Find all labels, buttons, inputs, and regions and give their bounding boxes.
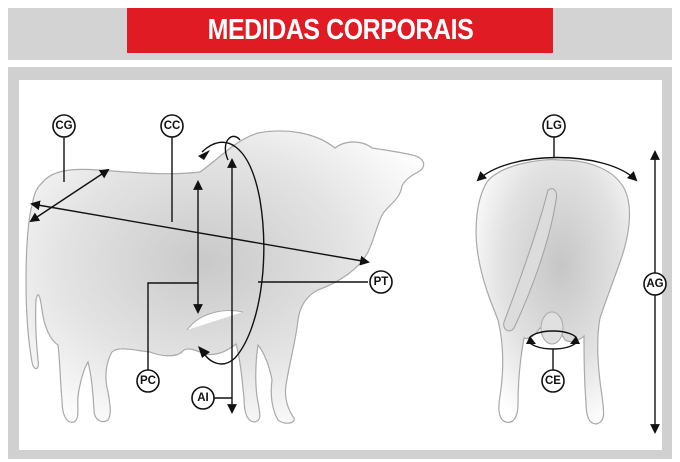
pc-leader-line <box>147 282 198 370</box>
label-lg: LG <box>542 114 566 138</box>
svg-text:LG: LG <box>546 120 562 132</box>
label-ag: AG <box>643 272 667 296</box>
label-ce: CE <box>541 369 565 393</box>
lg-measure-arc <box>476 156 638 182</box>
svg-text:AI: AI <box>197 392 209 404</box>
label-pc: PC <box>136 369 160 393</box>
svg-text:CC: CC <box>164 120 181 132</box>
label-cc: CC <box>160 114 184 138</box>
svg-text:CE: CE <box>545 375 561 387</box>
label-ai: AI <box>191 386 215 410</box>
bull-rear-silhouette <box>475 159 631 425</box>
bull-side-silhouette <box>25 130 425 424</box>
svg-text:PC: PC <box>140 375 156 387</box>
scrotum <box>540 311 564 345</box>
svg-text:AG: AG <box>646 278 663 290</box>
pt-loop <box>201 141 265 365</box>
label-pt: PT <box>369 270 393 294</box>
svg-text:CG: CG <box>55 120 72 132</box>
pt-loop-back <box>224 135 241 161</box>
svg-text:PT: PT <box>374 276 389 288</box>
label-cg: CG <box>52 114 76 138</box>
page-title: MEDIDAS CORPORAIS <box>207 14 473 46</box>
title-banner: MEDIDAS CORPORAIS <box>127 8 553 53</box>
